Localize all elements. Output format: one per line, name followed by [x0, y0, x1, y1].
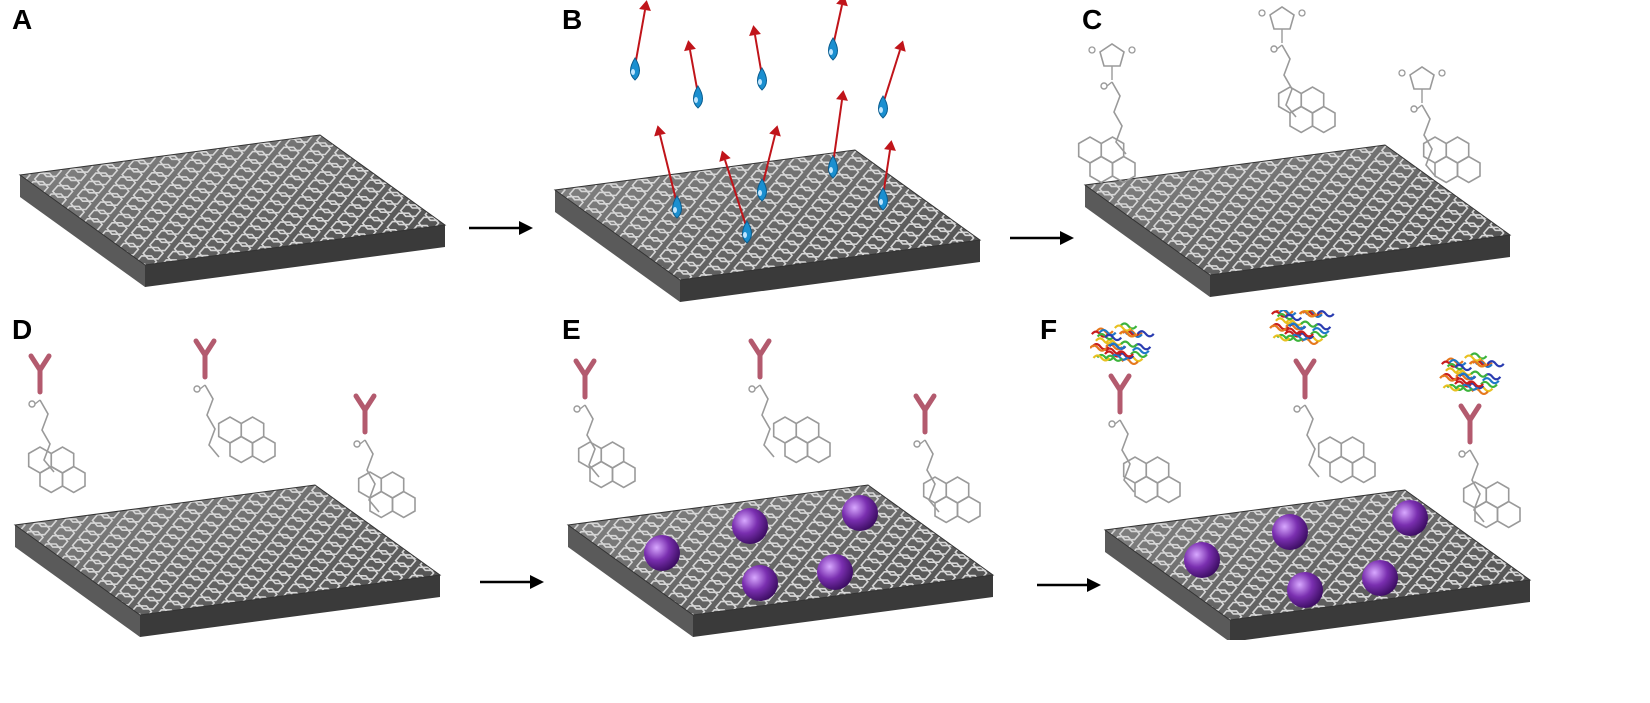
- nanoparticle-icon: [1287, 572, 1323, 608]
- water-droplet-icon: [878, 140, 896, 211]
- process-arrow-icon: [1010, 231, 1074, 245]
- panel-e: E: [550, 310, 1090, 640]
- panel-label-b: B: [562, 4, 583, 35]
- antibody-icon: [573, 358, 597, 400]
- graphene-sheet-icon: [553, 0, 982, 302]
- antibody-icon: [193, 338, 217, 380]
- antibody-icon: [1458, 403, 1482, 445]
- nanoparticle-icon: [644, 495, 878, 601]
- water-droplet-icon: [719, 150, 752, 244]
- water-droplet-icon: [654, 125, 682, 219]
- graphene-sheet-icon: [1077, 6, 1512, 297]
- panel-label-e: E: [562, 314, 581, 345]
- nanoparticle-icon: [742, 565, 778, 601]
- panel-label-d: D: [12, 314, 33, 345]
- graphene-sheet-icon: [566, 338, 995, 637]
- panel-c: C: [1070, 0, 1610, 330]
- antibody-icon: [573, 338, 981, 524]
- nanoparticle-icon: [1272, 514, 1308, 550]
- nanoparticle-icon: [1184, 542, 1220, 578]
- panel-label-f: F: [1040, 314, 1058, 345]
- antibody-icon: [748, 338, 772, 380]
- antibody-icon: [1108, 358, 1521, 529]
- graphene-sheet-icon: [13, 338, 442, 637]
- water-droplet-icon: [749, 25, 767, 91]
- nhs-ester-linker-icon: [1077, 6, 1481, 184]
- nanoparticle-icon: [732, 508, 768, 544]
- nanoparticle-icon: [1362, 560, 1398, 596]
- panel-b: B: [550, 0, 1090, 330]
- protein-antigen-icon: [1269, 310, 1335, 346]
- panel-label-a: A: [12, 4, 33, 35]
- graphene-sheet-icon: [1090, 310, 1532, 640]
- nanoparticle-icon: [1184, 500, 1428, 608]
- panel-d: D: [0, 310, 540, 640]
- panel-f: F: [1040, 310, 1630, 640]
- nanoparticle-icon: [842, 495, 878, 531]
- process-arrow-icon: [469, 221, 533, 235]
- antibody-icon: [913, 393, 937, 435]
- nanoparticle-icon: [1392, 500, 1428, 536]
- water-droplet-icon: [757, 125, 781, 202]
- antibody-icon: [28, 353, 52, 395]
- panel-label-c: C: [1082, 4, 1103, 35]
- antibody-icon: [27, 338, 416, 519]
- graphene-sheet-icon: [18, 134, 447, 287]
- water-droplet-icon: [828, 90, 848, 179]
- protein-antigen-icon: [1439, 352, 1505, 396]
- protein-antigen-icon: [1090, 310, 1505, 396]
- water-droplet-icon: [878, 40, 906, 119]
- antibody-icon: [1293, 358, 1317, 400]
- water-droplet-icon: [828, 0, 848, 61]
- protein-antigen-icon: [1090, 322, 1155, 366]
- antibody-icon: [353, 393, 377, 435]
- process-arrow-icon: [480, 575, 544, 589]
- nanoparticle-icon: [817, 554, 853, 590]
- antibody-icon: [1108, 373, 1132, 415]
- nanoparticle-icon: [644, 535, 680, 571]
- water-droplet-icon: [684, 40, 703, 109]
- panel-a: A: [0, 0, 540, 330]
- process-arrow-icon: [1037, 578, 1101, 592]
- water-droplet-icon: [630, 0, 651, 81]
